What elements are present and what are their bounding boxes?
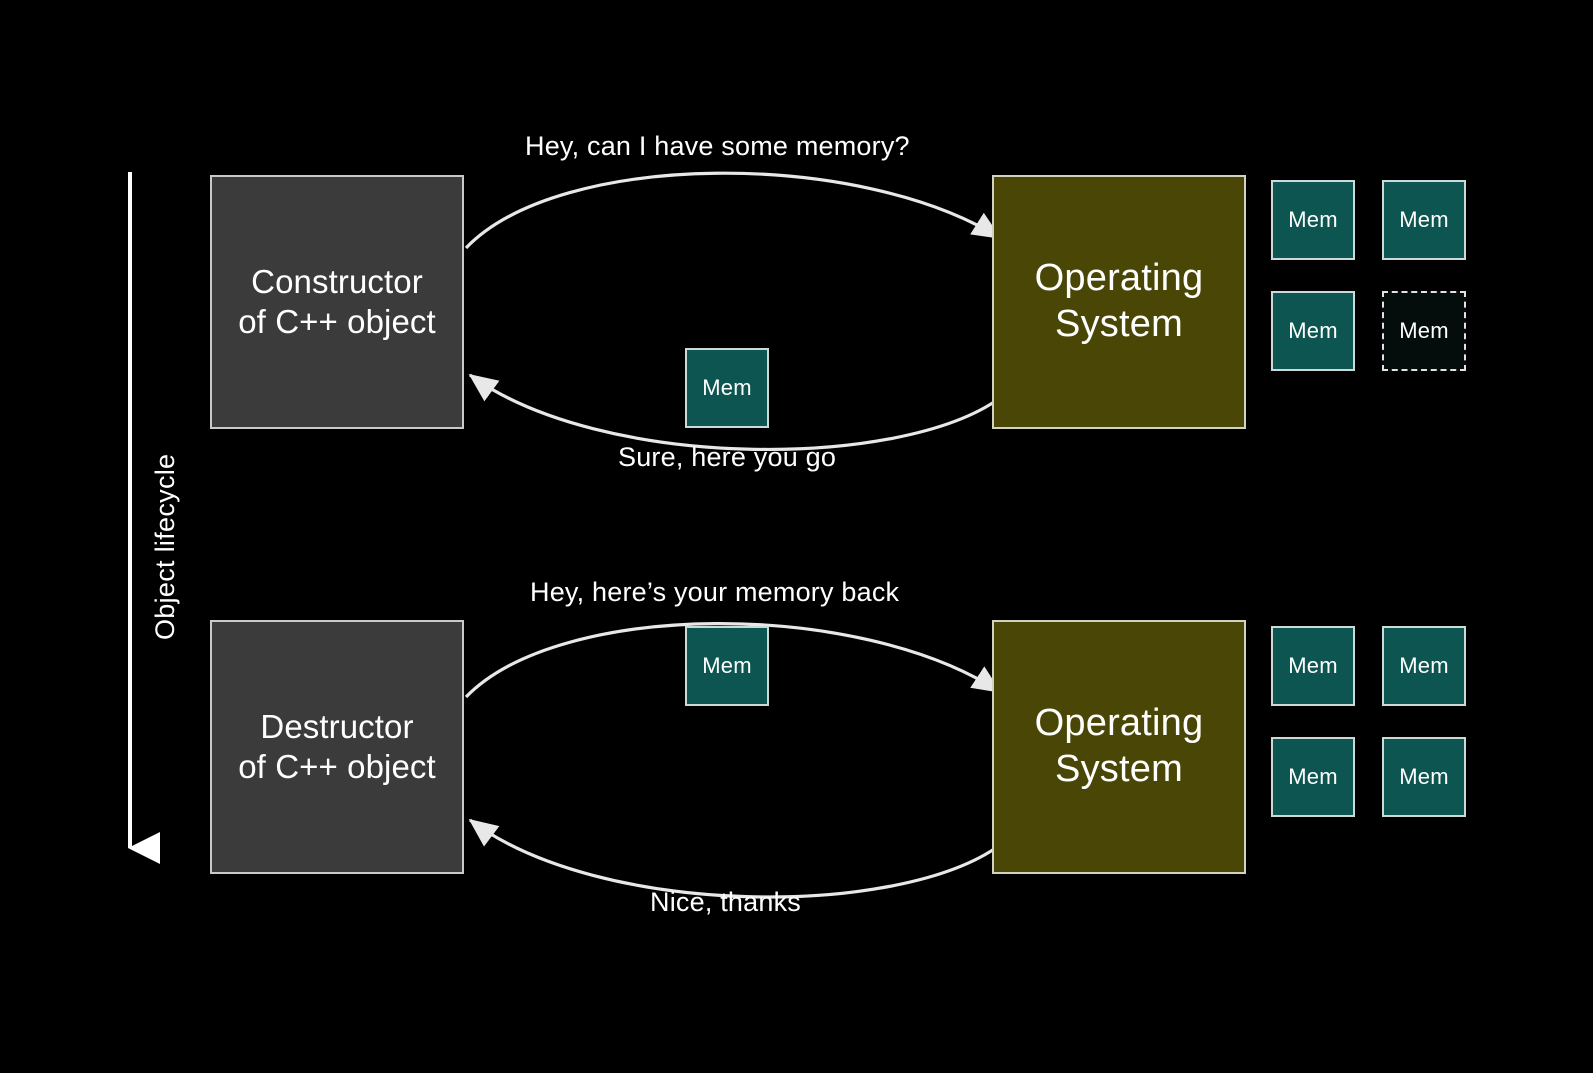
memory-pool-block-1-deallocation[interactable]: Mem <box>1271 626 1355 706</box>
destructor-box[interactable]: Destructor of C++ object <box>210 620 464 874</box>
memory-block-label: Mem <box>1399 653 1449 678</box>
memory-block-in-transit-deallocation[interactable]: Mem <box>685 626 769 706</box>
arrow-request-allocation <box>464 171 1002 250</box>
lifecycle-axis-label: Object lifecycle <box>150 453 180 640</box>
memory-block-in-transit-allocation[interactable]: Mem <box>685 348 769 428</box>
memory-pool-block-3-allocation[interactable]: Mem <box>1271 291 1355 371</box>
memory-block-label: Mem <box>1288 207 1338 232</box>
os-label-line1: Operating <box>1034 257 1204 300</box>
operating-system-box-deallocation[interactable]: Operating System <box>992 620 1246 874</box>
operating-system-box-allocation[interactable]: Operating System <box>992 175 1246 429</box>
caption-response-allocation: Sure, here you go <box>618 442 837 472</box>
caption-response-deallocation: Nice, thanks <box>650 887 801 917</box>
memory-block-label: Mem <box>1288 764 1338 789</box>
memory-pool-block-1-allocation[interactable]: Mem <box>1271 180 1355 260</box>
os-label-line2: System <box>1055 748 1183 790</box>
constructor-label-line1: Constructor <box>251 262 423 300</box>
memory-block-label: Mem <box>1399 764 1449 789</box>
memory-block-label: Mem <box>1288 318 1338 343</box>
destructor-label-line2: of C++ object <box>238 748 436 785</box>
os-label-line1: Operating <box>1034 702 1204 745</box>
os-label-line2: System <box>1055 303 1183 345</box>
memory-block-label: Mem <box>702 375 752 400</box>
arrow-response-deallocation <box>468 818 1001 899</box>
caption-request-allocation: Hey, can I have some memory? <box>525 131 910 161</box>
memory-pool-block-4-allocation-free[interactable]: Mem <box>1382 291 1466 371</box>
memory-block-label: Mem <box>702 653 752 678</box>
caption-request-deallocation: Hey, here’s your memory back <box>530 577 900 607</box>
memory-block-label: Mem <box>1288 653 1338 678</box>
memory-pool-block-2-allocation[interactable]: Mem <box>1382 180 1466 260</box>
memory-pool-block-2-deallocation[interactable]: Mem <box>1382 626 1466 706</box>
destructor-label-line1: Destructor <box>260 707 414 745</box>
memory-pool-block-3-deallocation[interactable]: Mem <box>1271 737 1355 817</box>
constructor-box[interactable]: Constructor of C++ object <box>210 175 464 429</box>
memory-block-label: Mem <box>1399 207 1449 232</box>
memory-block-label: Mem <box>1399 318 1449 343</box>
memory-pool-block-4-deallocation[interactable]: Mem <box>1382 737 1466 817</box>
constructor-label-line2: of C++ object <box>238 303 436 340</box>
